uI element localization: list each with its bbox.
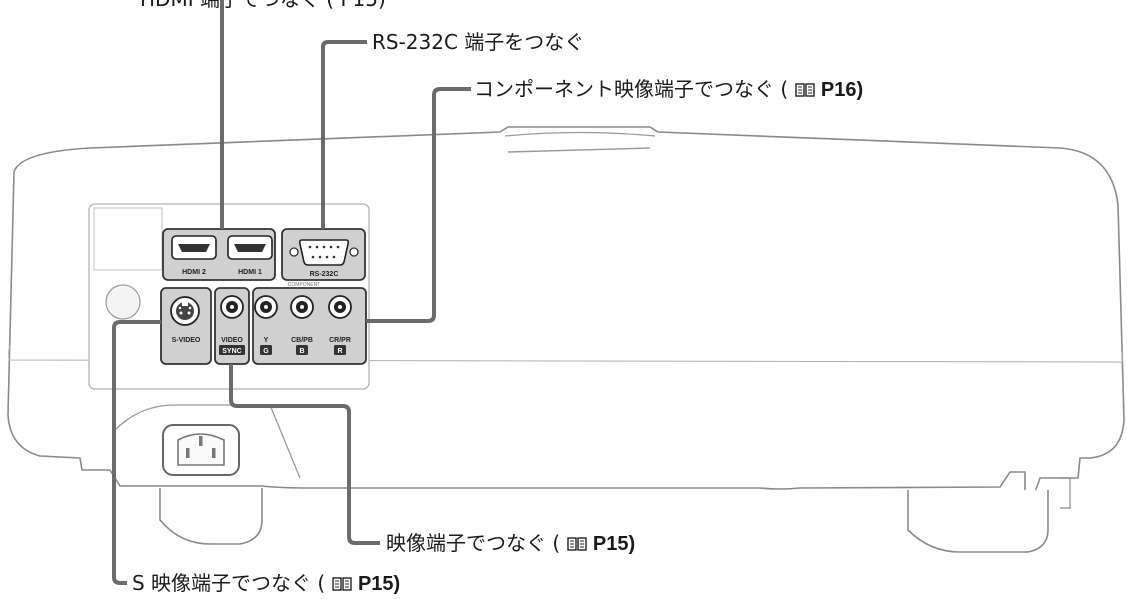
hdmi-callout-text: HDMI 端子でつなぐ ( P15): [140, 0, 386, 11]
power-area: [114, 404, 301, 479]
cb-label: CB/PB: [291, 337, 313, 344]
rs232c-callout-text: RS-232C 端子をつなぐ: [372, 30, 585, 54]
svideo-callout: S 映像端子でつなぐ ( P15): [132, 571, 400, 596]
component-header: COMPONENT: [288, 282, 321, 288]
component-callout-text: コンポーネント映像端子でつなぐ (: [474, 77, 789, 101]
sync-label: SYNC: [222, 348, 241, 355]
svideo-label: S-VIDEO: [172, 337, 201, 344]
g-label: G: [263, 348, 269, 355]
book-icon: [566, 533, 587, 551]
foot-adjust-button: [105, 284, 141, 320]
hdmi-callout: HDMI 端子でつなぐ ( P15): [140, 0, 386, 11]
hdmi1-label: HDMI 1: [238, 269, 262, 276]
g-badge: [260, 345, 272, 355]
video-group: VIDEO SYNC: [214, 287, 250, 365]
video-leader-line: [229, 364, 380, 545]
rs232c-label: RS-232C: [310, 271, 339, 278]
component-callout-ref: P16): [820, 79, 864, 101]
video-callout: 映像端子でつなぐ ( P15): [386, 531, 635, 556]
video-callout-ref: P15): [592, 533, 636, 555]
power-inlet: [162, 424, 240, 476]
svideo-leader-line: [112, 320, 161, 585]
video-callout-text: 映像端子でつなぐ (: [386, 531, 561, 555]
component-callout: コンポーネント映像端子でつなぐ ( P16): [474, 77, 863, 102]
y-label: Y: [264, 337, 269, 344]
component-group: COMPONENT Y CB/PB CR/PR G B R: [252, 282, 367, 365]
hdmi-group: HDMI 2 HDMI 1: [162, 228, 276, 281]
b-label: B: [299, 348, 304, 355]
rs232c-group: RS-232C: [281, 228, 366, 281]
rs232c-leader-line: [321, 40, 367, 229]
cr-label: CR/PR: [329, 337, 351, 344]
b-badge: [296, 345, 308, 355]
r-label: R: [337, 348, 342, 355]
rs232c-port: [298, 239, 350, 266]
video-label: VIDEO: [221, 337, 243, 344]
book-icon: [794, 79, 815, 97]
svideo-callout-ref: P15): [357, 573, 401, 595]
svideo-group: S-VIDEO: [160, 287, 212, 365]
sync-badge: [219, 345, 245, 355]
svideo-callout-text: S 映像端子でつなぐ (: [132, 571, 326, 595]
component-leader-line: [366, 87, 471, 323]
hdmi2-label: HDMI 2: [182, 269, 206, 276]
r-badge: [334, 345, 346, 355]
book-icon: [331, 573, 352, 591]
rs232c-callout: RS-232C 端子をつなぐ: [372, 30, 584, 54]
